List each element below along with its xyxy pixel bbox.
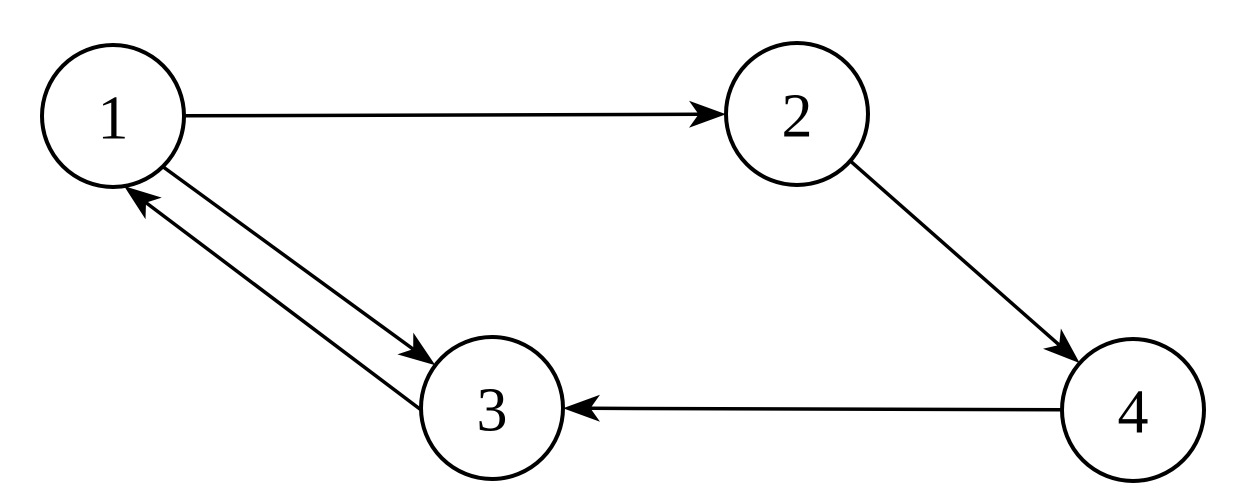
node-label-2: 2 xyxy=(782,82,813,150)
node-circle-3 xyxy=(419,335,565,481)
edge-1-to-3 xyxy=(161,165,415,351)
edge-1-to-2 xyxy=(183,112,699,118)
graph-node-2: 2 xyxy=(724,41,870,187)
arrowhead-1-to-3 xyxy=(397,332,436,366)
graph-node-3: 3 xyxy=(419,335,565,481)
node-label-4: 4 xyxy=(1118,378,1149,446)
edge-3-to-1 xyxy=(144,201,423,412)
node-circle-2 xyxy=(724,41,870,187)
node-label-3: 3 xyxy=(477,376,508,444)
node-circle-1 xyxy=(40,43,186,189)
arrowhead-1-to-2 xyxy=(689,100,726,128)
arrowhead-2-to-4 xyxy=(1043,328,1080,364)
arrowhead-3-to-1 xyxy=(124,186,162,220)
graph-node-4: 4 xyxy=(1060,337,1206,483)
edge-2-to-4 xyxy=(849,159,1061,347)
graph-node-1: 1 xyxy=(40,43,186,189)
arrowhead-4-to-3 xyxy=(563,394,600,422)
edge-4-to-3 xyxy=(590,406,1063,412)
node-label-1: 1 xyxy=(98,84,129,152)
node-circle-4 xyxy=(1060,337,1206,483)
